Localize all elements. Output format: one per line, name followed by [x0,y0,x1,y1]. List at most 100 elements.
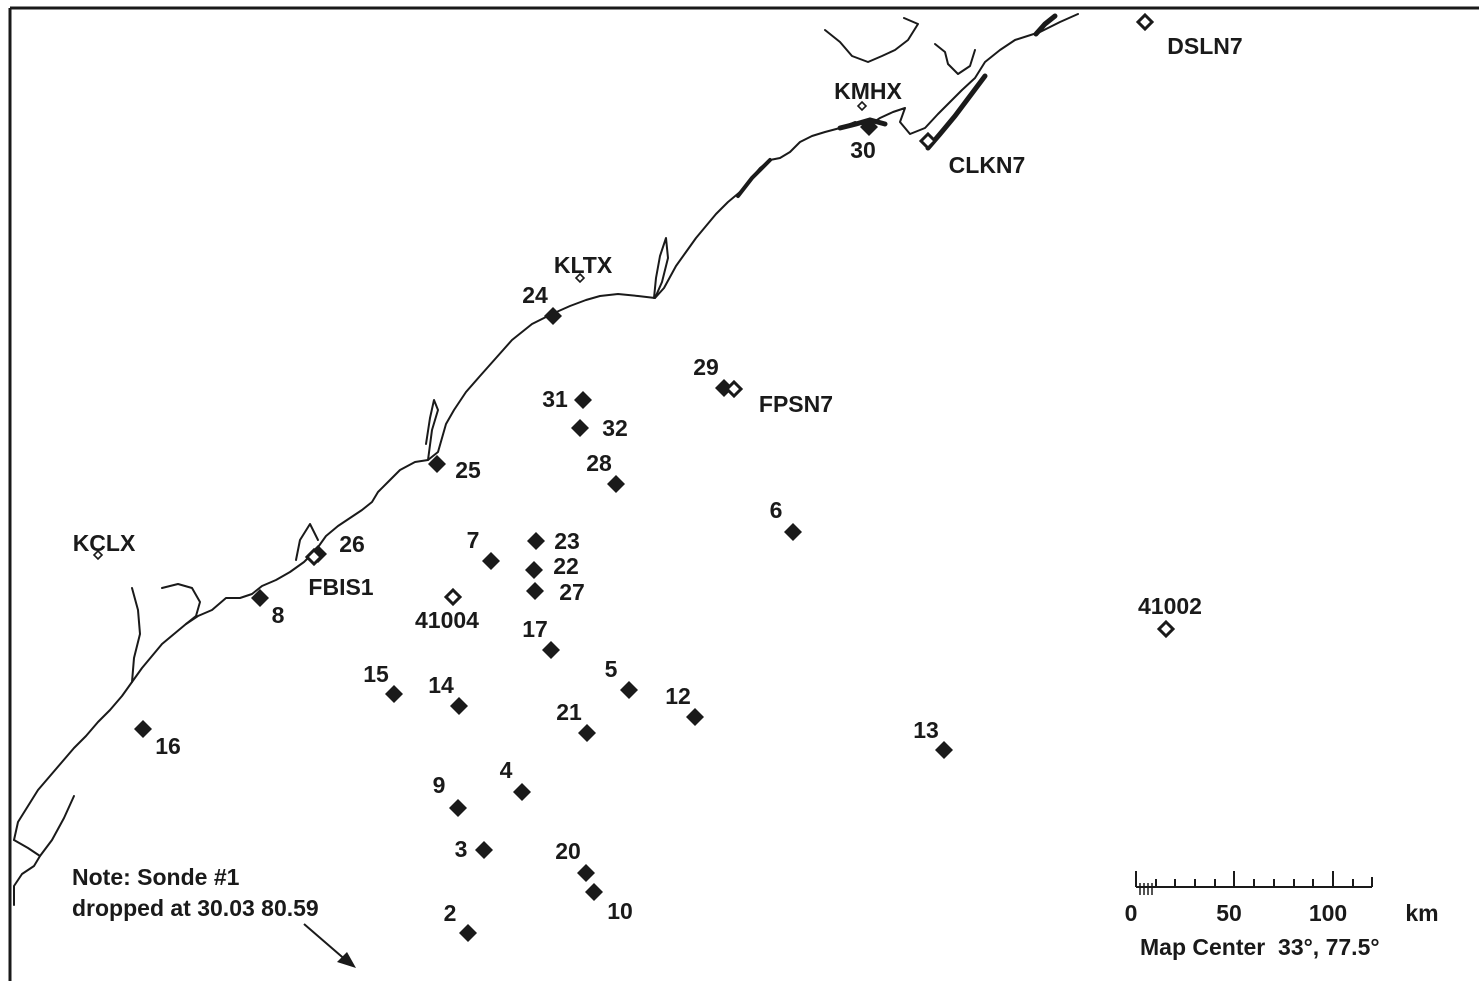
sonde-13: 13 [913,717,953,759]
map-center-value: 33°, 77.5° [1278,934,1380,960]
sonde-label: 27 [559,579,585,605]
station-41004: 41004 [415,587,479,633]
radar-marker [856,100,868,112]
sonde-marker [251,589,269,607]
station-marker [724,379,744,399]
sonde-marker [449,799,467,817]
station-label: 41002 [1138,593,1202,619]
sonde-label: 8 [272,602,285,628]
sonde-label: 29 [693,354,719,380]
station-marker [918,131,938,151]
radar-kmhx: KMHX [834,78,903,112]
sonde-marker [475,841,493,859]
sonde-marker [450,697,468,715]
station-clkn7: CLKN7 [918,131,1026,178]
sonde-label: 30 [850,137,876,163]
sonde-8: 8 [251,589,285,628]
radar-label: KLTX [554,252,613,278]
sonde-marker [571,419,589,437]
sonde-note-line1: Note: Sonde #1 [72,864,240,890]
sonde-label: 32 [602,415,628,441]
sonde-6: 6 [770,497,802,541]
sonde-marker [585,883,603,901]
sonde-label: 3 [455,836,468,862]
note-arrow [303,923,356,968]
radar-layer: KMHX KLTX KCLX [73,78,903,561]
sonde-10: 10 [585,883,633,924]
sonde-30: 30 [850,118,878,163]
sonde-4: 4 [500,757,531,801]
radar-marker [574,272,586,284]
station-dsln7: DSLN7 [1135,12,1243,59]
station-marker [1135,12,1155,32]
coastline [13,13,1079,906]
sonde-label: 9 [433,772,446,798]
sonde-3: 3 [455,836,493,862]
sonde-marker [385,685,403,703]
sonde-24: 24 [522,282,562,325]
station-label: FBIS1 [308,574,373,600]
sonde-marker [513,783,531,801]
radar-marker [92,549,104,561]
sonde-label: 17 [522,616,548,642]
station-label: DSLN7 [1167,33,1242,59]
map-center: Map Center 33°, 77.5° [1140,934,1380,961]
sonde-label: 22 [553,553,579,579]
sonde-marker [459,924,477,942]
sonde-marker [134,720,152,738]
sonde-7: 7 [467,527,500,570]
sonde-label: 23 [554,528,580,554]
station-label: FPSN7 [759,391,833,417]
sonde-label: 7 [467,527,480,553]
scale-tick-100: 100 [1309,900,1347,926]
sonde-label: 25 [455,457,481,483]
sonde-label: 31 [542,386,568,412]
sonde-label: 16 [155,733,181,759]
sonde-21: 21 [556,699,596,742]
radar-kltx: KLTX [554,252,613,284]
sonde-label: 13 [913,717,939,743]
sonde-marker [542,641,560,659]
sonde-marker [525,561,543,579]
radar-label: KMHX [834,78,902,104]
scale-tick-50: 50 [1216,900,1242,926]
sonde-16: 16 [134,720,181,759]
sonde-27: 27 [526,579,585,605]
station-marker [304,547,324,567]
sonde-marker [686,708,704,726]
sonde-marker [578,724,596,742]
sonde-22: 22 [525,553,579,579]
station-marker [443,587,463,607]
sonde-28: 28 [586,450,625,493]
sonde-label: 15 [363,661,389,687]
scale-tick-0: 0 [1125,900,1138,926]
sonde-marker [784,523,802,541]
sonde-15: 15 [363,661,403,703]
station-label: 41004 [415,607,479,633]
sonde-label: 12 [665,683,691,709]
sonde-12: 12 [665,683,704,726]
sonde-17: 17 [522,616,560,659]
station-marker [1156,619,1176,639]
sonde-20: 20 [555,838,595,882]
sonde-marker [544,307,562,325]
sonde-note: Note: Sonde #1 dropped at 30.03 80.59 [72,862,319,924]
sonde-label: 5 [605,656,618,682]
sonde-note-line2: dropped at 30.03 80.59 [72,895,319,921]
sonde-marker [526,582,544,600]
station-label: CLKN7 [949,152,1026,178]
sonde-marker [620,681,638,699]
sonde-marker [482,552,500,570]
sonde-2: 2 [444,900,477,942]
sonde-9: 9 [433,772,467,817]
sonde-25: 25 [428,455,481,483]
radar-kclx: KCLX [73,530,136,561]
map-center-label: Map Center [1140,934,1266,960]
station-fbis1: FBIS1 [304,547,374,600]
sonde-label: 6 [770,497,783,523]
sonde-label: 2 [444,900,457,926]
sonde-5: 5 [605,656,638,699]
